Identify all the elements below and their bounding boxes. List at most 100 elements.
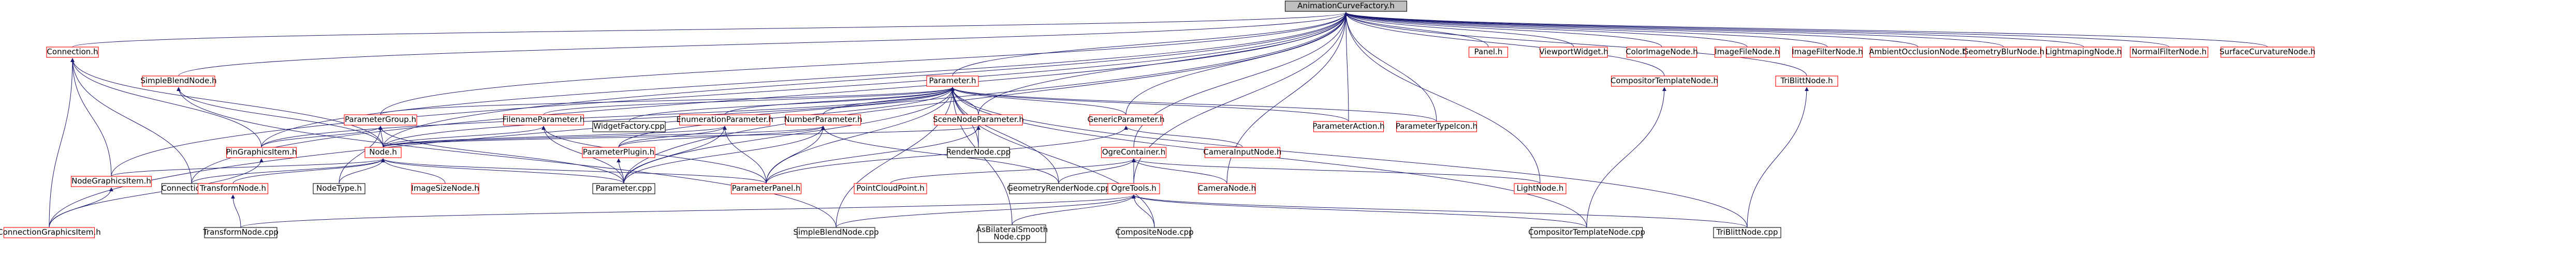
dependency-edge-aon_h-to-root	[1344, 12, 1919, 48]
node-label: TransformNode.cpp	[202, 227, 279, 237]
graph-node-ln-h[interactable]: LightNode.h	[1514, 183, 1567, 194]
graph-node-cin-h[interactable]: ColorImageNode.h	[1626, 47, 1698, 58]
node-box	[1965, 47, 2042, 58]
node-label: AsBilateralSmooth	[976, 225, 1048, 234]
node-label: NodeGraphicsItem.h	[71, 176, 151, 186]
node-box	[70, 176, 152, 187]
graph-node-np-h[interactable]: NumberParameter.h	[784, 114, 862, 126]
graph-node-iflt-h[interactable]: ImageFilterNode.h	[1792, 47, 1863, 58]
node-box	[926, 75, 979, 87]
graph-node-pa-h[interactable]: ParameterAction.h	[1312, 121, 1385, 132]
node-box	[1792, 47, 1863, 58]
node-label: ImageFileNode.h	[1715, 47, 1780, 56]
dependency-edge-cin_h-to-root	[1344, 12, 1662, 48]
node-label: AnimationCurveFactory.h	[1297, 1, 1395, 10]
dependency-edge-sbn_cpp-to-ot_h	[836, 194, 1136, 228]
graph-node-rn-cpp[interactable]: RenderNode.cpp	[946, 147, 1011, 158]
graph-node-ctn-cpp[interactable]: CompositorTemplateNode.cpp	[1528, 227, 1645, 238]
node-label: Node.cpp	[993, 232, 1030, 241]
graph-node-tn-h[interactable]: TransformNode.h	[197, 183, 269, 194]
node-label: AmbientOcclusionNode.h	[1869, 47, 1967, 56]
node-box	[978, 224, 1046, 243]
node-label: SurfaceCurvatureNode.h	[2219, 47, 2315, 56]
dependency-edge-grn_cpp-to-oc_h	[1058, 158, 1136, 184]
node-label: PinGraphicsItem.h	[226, 147, 297, 157]
graph-node-cam-h[interactable]: CameraInputNode.h	[1203, 147, 1282, 158]
graph-node-pt-h[interactable]: ParameterTypeIcon.h	[1396, 121, 1477, 132]
graph-node-vpw-h[interactable]: ViewportWidget.h	[1539, 47, 1608, 58]
dependency-edge-pg_h-to-param_h	[380, 87, 955, 115]
graph-node-pg-h[interactable]: ParameterGroup.h	[344, 114, 417, 126]
graph-node-ot-h[interactable]: OgreTools.h	[1107, 183, 1160, 194]
node-label: PointCloudPoint.h	[856, 184, 925, 193]
node-label: ParameterPanel.h	[732, 184, 801, 193]
graph-node-fnp-h[interactable]: FilenameParameter.h	[503, 114, 585, 126]
graph-node-nt-h[interactable]: NodeType.h	[313, 183, 365, 194]
graph-node-camn-h[interactable]: CameraNode.h	[1198, 183, 1256, 194]
graph-node-gp-h[interactable]: GenericParameter.h	[1087, 114, 1165, 126]
node-box	[1089, 114, 1163, 126]
node-box	[503, 114, 584, 126]
node-label: EnumerationParameter.h	[676, 115, 773, 124]
dependency-edge-pp_h-to-ep_h	[723, 126, 767, 184]
node-label: SceneNodeParameter.h	[933, 115, 1024, 124]
dependency-edge-cgi_h-to-pgi_h	[49, 158, 264, 228]
node-box	[854, 183, 927, 194]
dependency-edge-sbn_h-to-root	[178, 12, 1348, 77]
node-label: CameraNode.h	[1198, 184, 1256, 193]
graph-node-gbn-h[interactable]: GeometryBlurNode.h	[1963, 47, 2044, 58]
graph-node-sbn-cpp[interactable]: SimpleBlendNode.cpp	[793, 227, 879, 238]
graph-node-wf-cpp[interactable]: WidgetFactory.cpp	[592, 121, 666, 132]
graph-node-ep-h[interactable]: EnumerationParameter.h	[676, 114, 773, 126]
graph-node-root: AnimationCurveFactory.h	[1284, 1, 1408, 12]
graph-node-grn-cpp[interactable]: GeometryRenderNode.cpp	[1007, 183, 1110, 194]
dependency-edge-pp_h-to-param_h	[766, 87, 955, 184]
graph-node-node-h[interactable]: Node.h	[364, 147, 402, 158]
dependency-edge-node_h-to-conn_h	[70, 58, 384, 148]
node-label: NormalFilterNode.h	[2132, 47, 2207, 56]
graph-node-sbn-h[interactable]: SimpleBlendNode.h	[140, 75, 217, 87]
dependency-edge-pa_h-to-root	[1344, 12, 1349, 122]
dependency-edge-grn_cpp-to-param_h	[950, 87, 1059, 184]
dependency-edge-param_cpp-to-param_h	[623, 87, 955, 184]
graph-node-nfn-h[interactable]: NormalFilterNode.h	[2130, 47, 2208, 58]
graph-node-pcp-h[interactable]: PointCloudPoint.h	[854, 183, 927, 194]
graph-node-param-h[interactable]: Parameter.h	[926, 75, 979, 87]
dependency-edges	[49, 12, 2268, 228]
node-box	[1107, 183, 1160, 194]
graph-node-aon-h[interactable]: AmbientOcclusionNode.h	[1869, 47, 1967, 58]
node-label: CompositeNode.cpp	[1115, 227, 1193, 237]
dependency-edge-param_cpp-to-root	[623, 12, 1348, 184]
graph-node-ifn-h[interactable]: ImageFileNode.h	[1714, 47, 1780, 58]
graph-node-ctn-h[interactable]: CompositorTemplateNode.h	[1611, 75, 1718, 87]
dependency-edge-gbn_h-to-root	[1344, 12, 2004, 48]
graph-node-cn-cpp[interactable]: CompositeNode.cpp	[1115, 227, 1194, 238]
graph-node-tbn-h[interactable]: TriBlittNode.h	[1775, 75, 1838, 87]
graph-node-oc-h[interactable]: OgreContainer.h	[1101, 147, 1167, 158]
dependency-edge-ln_h-to-root	[1344, 12, 1541, 184]
graph-node-tn-cpp[interactable]: TransformNode.cpp	[202, 227, 279, 238]
dependency-edge-vpw_h-to-root	[1344, 12, 1574, 48]
graph-node-pgi-h[interactable]: PinGraphicsItem.h	[226, 147, 297, 158]
node-label: LightmapingNode.h	[2045, 47, 2121, 56]
graph-node-param-cpp[interactable]: Parameter.cpp	[592, 183, 655, 194]
node-box	[1775, 75, 1838, 87]
dependency-edge-camn_h-to-oc_h	[1132, 158, 1227, 184]
graph-node-snp-h[interactable]: SceneNodeParameter.h	[933, 114, 1024, 126]
dependency-edge-tbn_cpp-to-tbn_h	[1747, 87, 1809, 228]
node-label: ParameterAction.h	[1312, 121, 1384, 131]
dependency-edge-tn_cpp-to-tn_h	[231, 194, 241, 228]
graph-node-scn-h[interactable]: SurfaceCurvatureNode.h	[2219, 47, 2316, 58]
graph-node-ppp-h[interactable]: ParameterPlugin.h	[582, 147, 655, 158]
graph-node-isn-h[interactable]: ImageSizeNode.h	[411, 183, 479, 194]
graph-node-lmn-h[interactable]: LightmapingNode.h	[2045, 47, 2122, 58]
graph-node-cgi-h[interactable]: ConnectionGraphicsItem.h	[0, 227, 101, 238]
graph-node-ngi-h[interactable]: NodeGraphicsItem.h	[70, 176, 152, 187]
graph-node-panel-h[interactable]: Panel.h	[1468, 47, 1509, 58]
graph-node-tbn-cpp[interactable]: TriBlittNode.cpp	[1713, 227, 1781, 238]
graph-node-conn-h[interactable]: Connection.h	[46, 47, 99, 58]
dependency-edge-node_h-to-fnp_h	[383, 126, 546, 148]
graph-node-pp-h[interactable]: ParameterPanel.h	[730, 183, 802, 194]
